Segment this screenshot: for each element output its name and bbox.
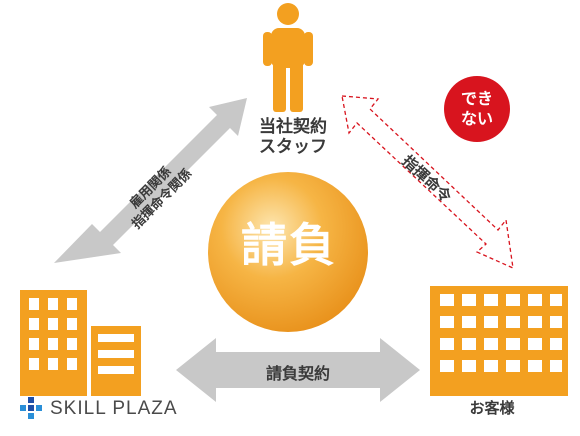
staff-label: 当社契約 スタッフ bbox=[238, 117, 348, 157]
cannot-badge: でき ない bbox=[444, 76, 510, 142]
staff-person-icon bbox=[263, 3, 313, 112]
center-circle bbox=[208, 172, 368, 332]
customer-label: お客様 bbox=[469, 399, 515, 417]
customer-building-icon bbox=[430, 286, 568, 396]
employment-arrow bbox=[54, 98, 247, 263]
command-dashed-arrow bbox=[341, 95, 514, 270]
center-label: 請負 bbox=[241, 218, 337, 272]
badge-line1: でき bbox=[460, 89, 493, 108]
contract-arrow bbox=[176, 338, 420, 402]
staff-label-line1: 当社契約 bbox=[259, 117, 327, 137]
skill-plaza-logo: SKILL PLAZA bbox=[20, 397, 178, 421]
staff-label-line2: スタッフ bbox=[259, 136, 327, 157]
contract-arrow-label: 請負契約 bbox=[265, 364, 330, 383]
company-buildings-icon bbox=[20, 290, 141, 396]
badge-line2: ない bbox=[460, 109, 493, 128]
logo-mark-icon bbox=[20, 397, 42, 419]
logo-text: SKILL PLAZA bbox=[50, 398, 178, 419]
